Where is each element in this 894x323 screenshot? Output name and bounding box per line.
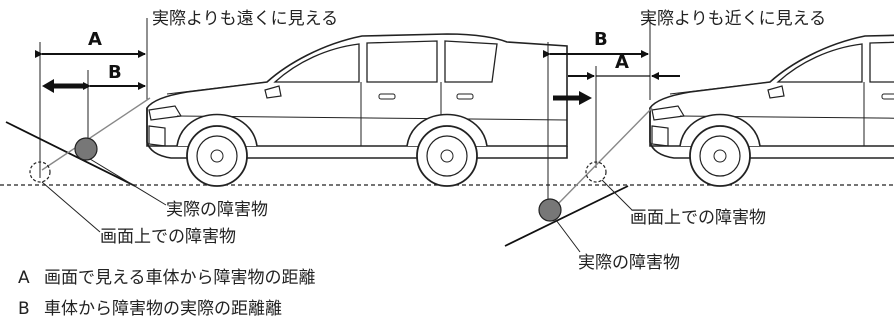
left-caption: 実際よりも遠くに見える <box>152 9 338 29</box>
right-actual-obstacle <box>538 198 562 222</box>
left-actual-leader <box>89 158 167 206</box>
right-sight-line <box>555 107 653 207</box>
left-slope <box>5 121 136 187</box>
left-panel: A B 実際よりも遠くに見える 実際の障害物 画面上での障害物 <box>0 9 894 247</box>
left-screen-obstacle <box>29 161 51 183</box>
right-slope <box>504 185 629 247</box>
legend-text-a: 画面で見える車体から障害物の距離 <box>44 268 316 288</box>
left-direction-arrowhead <box>42 79 54 93</box>
right-actual-label: 実際の障害物 <box>578 253 680 273</box>
left-car <box>146 33 568 187</box>
right-caption: 実際よりも近くに見える <box>640 9 826 29</box>
legend-key-a: A <box>18 268 30 288</box>
right-panel: B A 実際よりも近くに見える 画面上での障害物 実際の障害物 <box>504 9 894 273</box>
right-actual-leader <box>555 219 581 253</box>
right-screen-label: 画面上での障害物 <box>630 208 766 228</box>
left-screen-leader <box>41 181 101 233</box>
left-actual-label: 実際の障害物 <box>166 200 268 220</box>
legend-key-b: B <box>18 299 30 319</box>
left-actual-obstacle <box>74 137 98 161</box>
legend: A 画面で見える車体から障害物の距離 B 車体から障害物の実際の距離離 <box>18 268 316 319</box>
right-direction-arrowhead <box>579 91 592 105</box>
left-sight-line <box>41 97 151 171</box>
right-dim-a-label: A <box>615 52 629 73</box>
left-dim-b-label: B <box>108 62 122 83</box>
left-dim-a-label: A <box>88 29 102 50</box>
legend-text-b: 車体から障害物の実際の距離離 <box>44 299 282 319</box>
right-screen-leader <box>601 179 633 211</box>
right-car <box>649 33 894 187</box>
left-screen-label: 画面上での障害物 <box>100 227 236 247</box>
right-screen-obstacle <box>585 161 607 183</box>
right-dim-b-label: B <box>594 29 608 50</box>
